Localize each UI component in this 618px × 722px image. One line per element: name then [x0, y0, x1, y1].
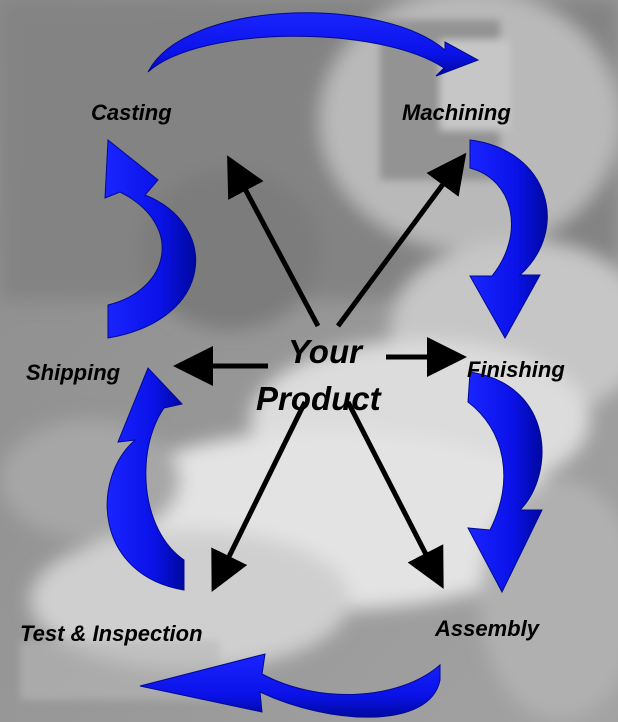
- center-label-line2: Product: [256, 380, 383, 417]
- spoke-arrow-test: [211, 400, 308, 593]
- cycle-arrow-test-to-shipping: [106, 367, 185, 591]
- stage-label-test-inspection: Test & Inspection: [20, 621, 203, 646]
- cycle-arrow-shipping-to-casting: [104, 139, 196, 339]
- spoke-arrow-machining: [335, 152, 467, 328]
- stage-label-shipping: Shipping: [26, 360, 121, 385]
- stage-label-machining: Machining: [402, 100, 511, 125]
- cycle-arrow-machining-to-finishing: [469, 139, 548, 340]
- stage-label-casting: Casting: [91, 100, 172, 125]
- cycle-arrow-casting-to-machining: [147, 12, 480, 77]
- center-label-line1: Your: [288, 333, 364, 370]
- spoke-arrow-casting: [227, 155, 321, 328]
- stage-label-assembly: Assembly: [434, 616, 541, 641]
- cycle-arrow-finishing-to-assembly: [467, 371, 543, 594]
- spoke-arrow-assembly: [345, 400, 444, 589]
- stage-label-finishing: Finishing: [467, 357, 565, 382]
- cycle-arrow-assembly-to-test: [139, 653, 441, 718]
